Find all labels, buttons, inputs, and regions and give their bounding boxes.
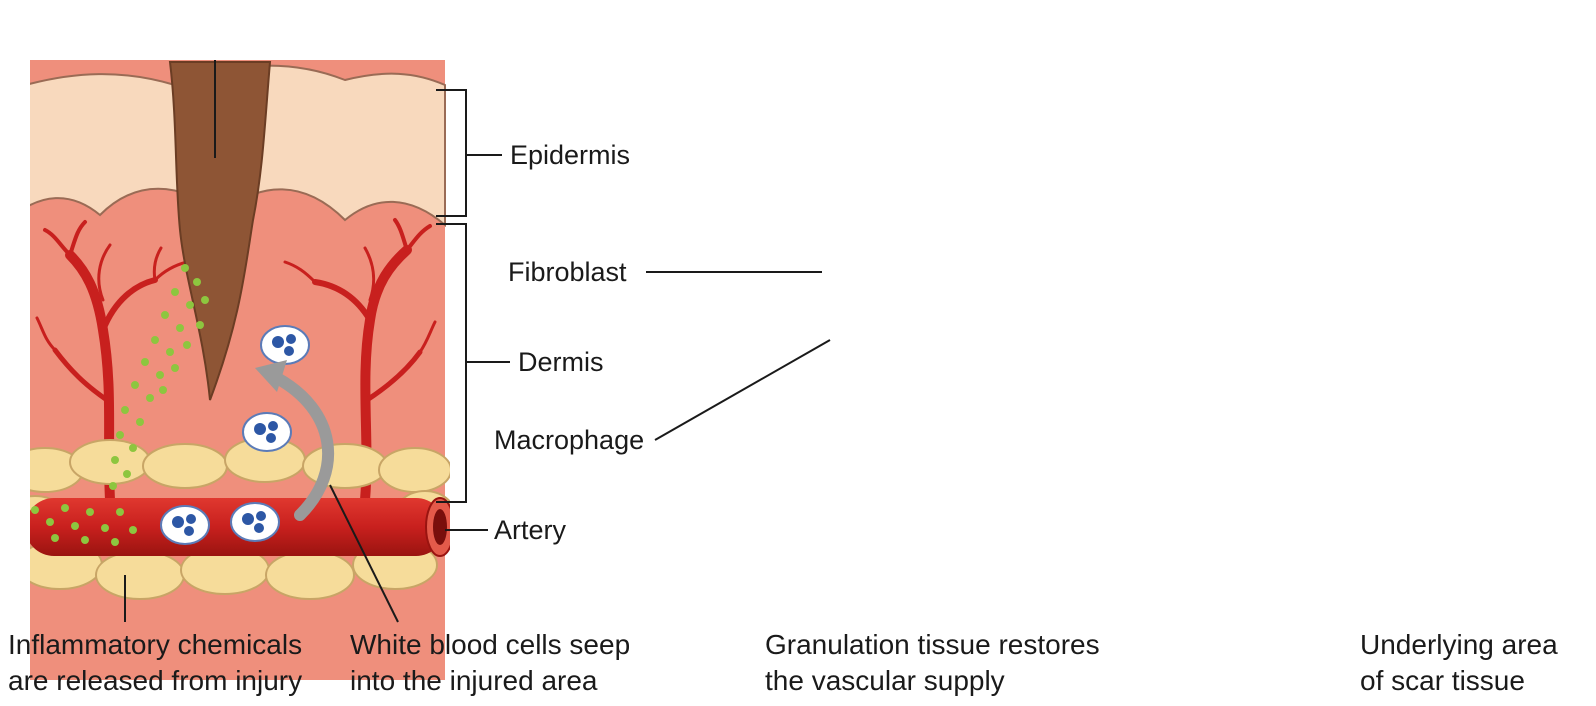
scab xyxy=(834,62,934,190)
caption-wbc-line2: into the injured area xyxy=(350,665,598,696)
caption-wbc-line1: White blood cells seep xyxy=(350,629,630,660)
panel-inflammation xyxy=(3,0,455,680)
granulation-tissue xyxy=(836,198,936,391)
panel-scar xyxy=(1128,0,1580,680)
label-artery: Artery xyxy=(494,515,567,545)
label-fibroblast: Fibroblast xyxy=(508,257,627,287)
label-dermis: Dermis xyxy=(518,347,604,377)
caption-scar-line2: of scar tissue xyxy=(1360,665,1525,696)
caption-inflammatory-line1: Inflammatory chemicals xyxy=(8,629,302,660)
label-macrophage: Macrophage xyxy=(494,425,644,455)
panel-granulation xyxy=(674,0,1126,680)
label-epidermis: Epidermis xyxy=(510,140,630,170)
caption-scar-line1: Underlying area xyxy=(1360,629,1558,660)
caption-granulation-line2: the vascular supply xyxy=(765,665,1005,696)
macrophage-cell xyxy=(813,323,859,358)
caption-granulation-line1: Granulation tissue restores xyxy=(765,629,1100,660)
scar-tissue xyxy=(1290,185,1390,400)
caption-inflammatory-line2: are released from injury xyxy=(8,665,302,696)
